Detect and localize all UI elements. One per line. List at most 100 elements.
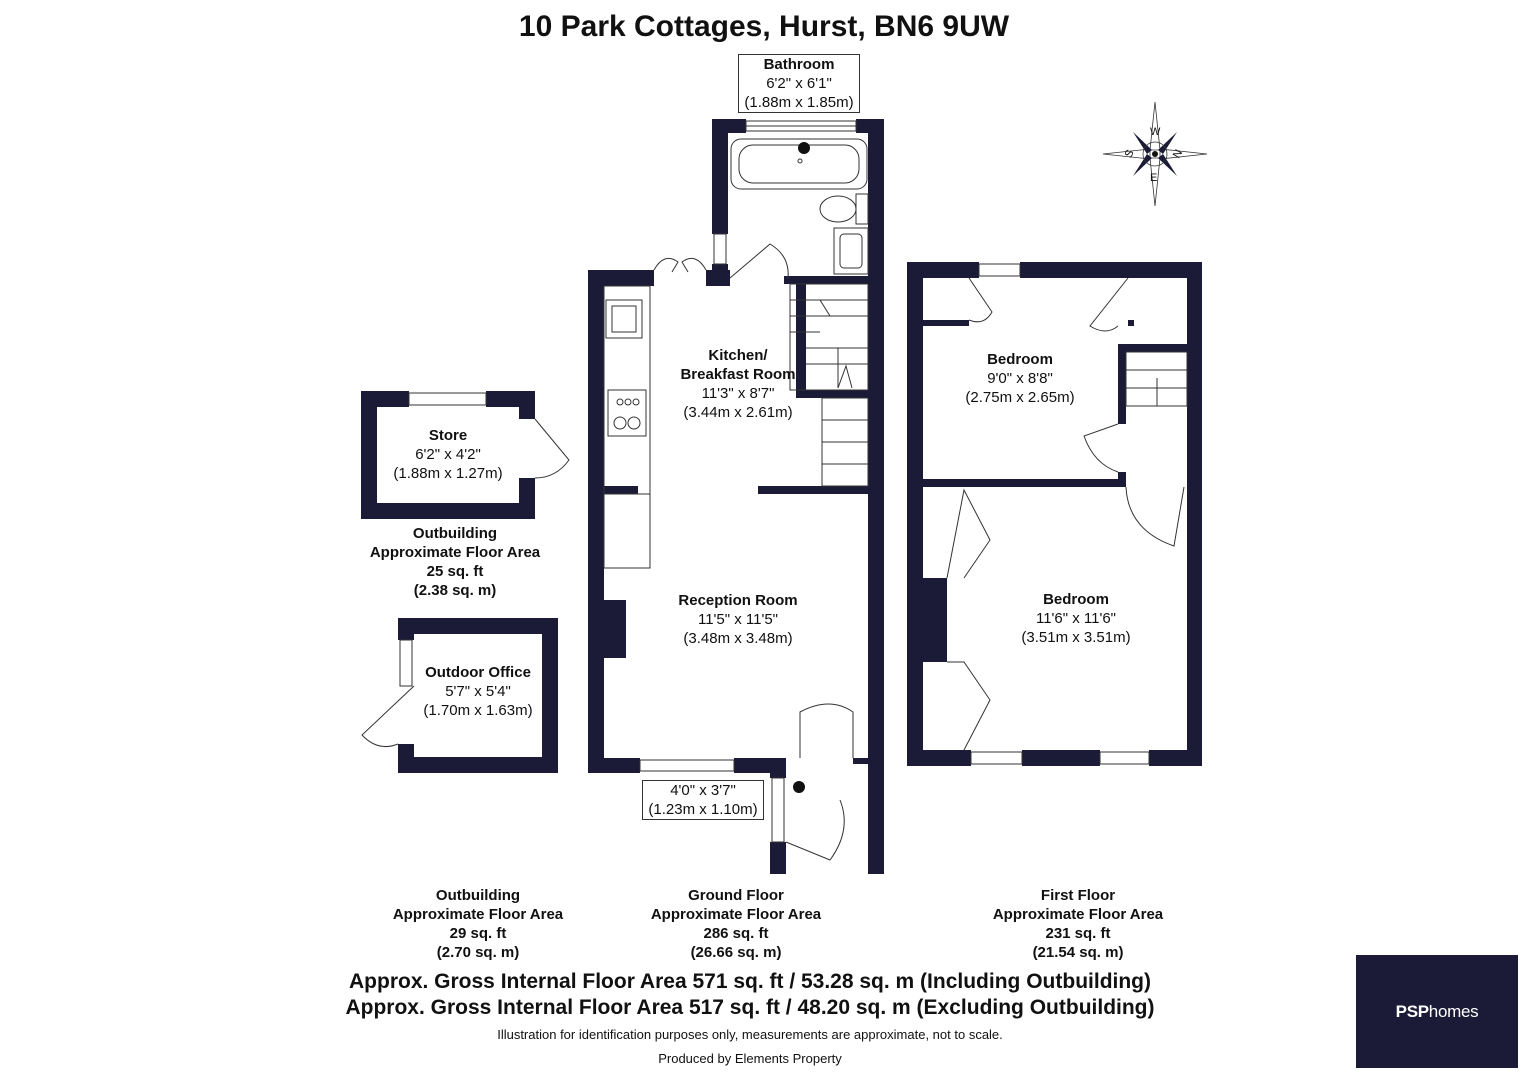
kitchen-name-1: Kitchen/ [708,347,768,364]
porch-metric: (1.23m x 1.10m) [648,801,758,818]
store-wall-right-top [519,391,535,419]
store-door [534,418,570,479]
compass-w-label: W [1150,126,1161,138]
kitchen-sink [605,299,643,339]
porch-label: 4'0" x 3'7" (1.23m x 1.10m) [642,780,764,820]
bedroom2-window-right [1099,751,1150,765]
office-wall-right [542,618,558,773]
hob [607,389,647,437]
store-label: Store 6'2" x 4'2" (1.88m x 1.27m) [378,426,518,483]
logo-light-text: homes [1428,1001,1479,1021]
ground-wall-bottom-left [588,758,640,773]
bathroom-metric: (1.88m x 1.85m) [744,94,854,111]
kitchen-door-right [681,257,707,273]
bathroom-wall-left-low [712,264,728,284]
office-area-sqm: (2.70 sq. m) [436,944,520,961]
office-window [399,639,413,687]
bedroom2-metric: (3.51m x 3.51m) [1021,629,1131,646]
store-wall-left [361,391,377,519]
office-door [361,685,415,747]
reception-name: Reception Room [678,592,798,609]
office-name: Outdoor Office [425,664,531,681]
store-area-line1: Outbuilding [412,525,498,542]
bathroom-imperial: 6'2" x 6'1" [766,75,832,92]
store-metric: (1.88m x 1.27m) [393,465,503,482]
ground-area-sqft: 286 sq. ft [703,925,769,942]
bedroom2-door [1125,486,1185,547]
office-area-line1: Outbuilding [435,887,521,904]
bedroom2-name: Bedroom [1043,591,1109,608]
porch-wall-right-stub [853,758,884,764]
gross-area-excluding: Approx. Gross Internal Floor Area 517 sq… [345,996,1155,1019]
cupboard-shelf-left [921,320,969,326]
wardrobe-lower [947,661,991,751]
divider-right [758,486,868,494]
page-title: 10 Park Cottages, Hurst, BN6 9UW [518,10,1010,43]
bedroom1-label: Bedroom 9'0" x 8'8" (2.75m x 2.65m) [940,350,1100,407]
reception-imperial: 11'5" x 11'5" [697,611,779,628]
chimney-breast [604,600,626,658]
store-imperial: 6'2" x 4'2" [415,446,481,463]
store-area-sqft: 25 sq. ft [426,563,484,580]
store-wall-bottom [361,503,535,519]
logo-bold-text: PSP [1395,1001,1429,1021]
front-door-inner [799,703,854,758]
bedroom2-imperial: 11'6" x 11'6" [1035,610,1117,627]
bedroom1-metric: (2.75m x 2.65m) [965,389,1075,406]
landing-wall-top [1118,344,1187,352]
divider-left [604,486,638,494]
first-floor-area: First Floor Approximate Floor Area 231 s… [963,886,1193,962]
first-wall-left [907,262,923,766]
stair-wall-left [796,284,806,398]
gross-area-including: Approx. Gross Internal Floor Area 571 sq… [349,970,1151,993]
bedroom1-window [978,263,1021,277]
bathroom-label: Bathroom 6'2" x 6'1" (1.88m x 1.85m) [738,54,860,113]
bathroom-basin [833,227,869,275]
first-area-line1: First Floor [1040,887,1116,904]
store-wall-top-left [361,391,409,407]
store-name: Store [428,427,468,444]
bathroom-wall-left [712,119,728,234]
store-area-sqm: (2.38 sq. m) [413,582,497,599]
cupboard-door-right [1089,277,1129,332]
office-wall-bottom [398,757,558,773]
bedroom2-window-left [970,751,1023,765]
disclaimer-text: Illustration for identification purposes… [497,1027,1003,1042]
bedroom1-name: Bedroom [987,351,1053,368]
landing-wall-left-low [1118,472,1126,487]
kitchen-label: Kitchen/ Breakfast Room 11'3" x 8'7" (3.… [640,346,836,422]
ground-area-line2: Approximate Floor Area [650,906,822,923]
first-wall-top-left [907,262,979,278]
produced-by-text: Produced by Elements Property [658,1051,842,1066]
first-divider [921,479,1126,487]
kitchen-door-left [653,257,679,273]
bathroom-door [729,243,789,279]
store-window [408,392,487,406]
office-area-sqft: 29 sq. ft [449,925,507,942]
office-metric: (1.70m x 1.63m) [423,702,533,719]
walls [361,119,1202,874]
bathroom-wall-bottom [784,276,884,284]
store-outbuilding-area: Outbuilding Approximate Floor Area 25 sq… [340,524,570,600]
kitchen-worktop [603,285,651,569]
ground-wall-left [588,270,604,773]
first-wall-bottom-left [907,750,971,766]
ground-stairs [789,283,869,391]
reception-label: Reception Room 11'5" x 11'5" (3.48m x 3.… [640,591,836,648]
ground-area-line1: Ground Floor [688,887,784,904]
compass-e-label: E [1150,172,1158,184]
kitchen-imperial: 11'3" x 8'7" [701,385,775,402]
cupboard-post-right [1128,320,1134,326]
office-area-line2: Approximate Floor Area [392,906,564,923]
porch-wall-bottom [770,842,786,874]
first-wall-top-right [1020,262,1202,278]
ground-area-sqm: (26.66 sq. m) [690,944,782,961]
porch-wall-top [770,758,786,778]
bathroom-light [798,142,810,154]
office-wall-left-top [398,618,414,640]
bedroom2-label: Bedroom 11'6" x 11'6" (3.51m x 3.51m) [996,590,1156,647]
porch-imperial: 4'0" x 3'7" [670,782,736,799]
stair-wall-bottom [796,390,868,398]
